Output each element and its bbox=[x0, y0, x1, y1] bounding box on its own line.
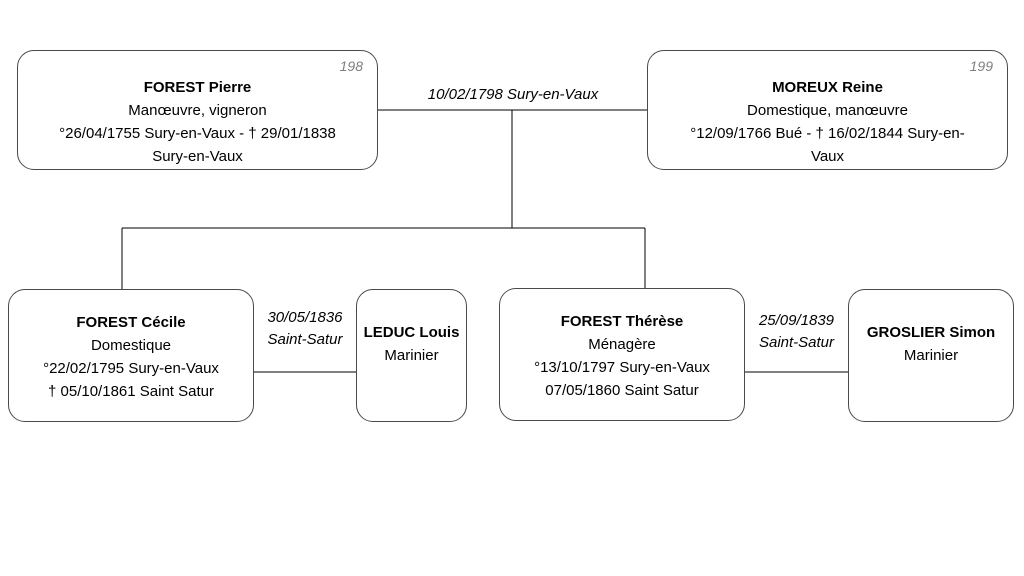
person-card-moreux-reine: 199 MOREUX Reine Domestique, manœuvre °1… bbox=[647, 50, 1008, 170]
person-occupation: Marinier bbox=[384, 347, 439, 364]
person-name: FOREST Pierre bbox=[143, 79, 252, 96]
marriage-label-cecile-leduc: 30/05/1836 Saint-Satur bbox=[254, 307, 356, 351]
marriage-date: 25/09/1839 bbox=[758, 312, 835, 329]
sosa-number: 198 bbox=[339, 58, 363, 74]
person-card-groslier-simon: GROSLIER Simon Marinier bbox=[848, 289, 1014, 422]
person-name: FOREST Cécile bbox=[76, 314, 186, 331]
person-name: FOREST Thérèse bbox=[560, 313, 684, 330]
person-life-dates-cont: Vaux bbox=[810, 148, 845, 165]
person-card-forest-therese: FOREST Thérèse Ménagère °13/10/1797 Sury… bbox=[499, 288, 745, 421]
person-card-leduc-louis: LEDUC Louis Marinier bbox=[356, 289, 467, 422]
person-birth: °13/10/1797 Sury-en-Vaux bbox=[534, 359, 710, 376]
person-occupation: Domestique, manœuvre bbox=[747, 102, 908, 119]
person-life-dates: °26/04/1755 Sury-en-Vaux - † 29/01/1838 bbox=[59, 125, 336, 142]
sosa-number: 199 bbox=[969, 58, 993, 74]
person-card-forest-pierre: 198 FOREST Pierre Manœuvre, vigneron °26… bbox=[17, 50, 378, 170]
marriage-place: Saint-Satur bbox=[267, 331, 343, 348]
marriage-label-therese-groslier: 25/09/1839 Saint-Satur bbox=[745, 310, 848, 354]
person-name: MOREUX Reine bbox=[772, 79, 883, 96]
marriage-place: Saint-Satur bbox=[758, 334, 835, 351]
person-occupation: Marinier bbox=[903, 347, 959, 364]
person-death: † 05/10/1861 Saint Satur bbox=[48, 383, 214, 400]
person-name: LEDUC Louis bbox=[363, 324, 460, 341]
person-death: 07/05/1860 Saint Satur bbox=[545, 382, 699, 399]
person-card-forest-cecile: FOREST Cécile Domestique °22/02/1795 Sur… bbox=[8, 289, 254, 422]
marriage-label-parents: 10/02/1798 Sury-en-Vaux bbox=[380, 84, 646, 106]
marriage-date: 30/05/1836 bbox=[267, 309, 343, 326]
person-occupation: Ménagère bbox=[588, 336, 656, 353]
person-occupation: Domestique bbox=[90, 337, 172, 354]
person-occupation: Manœuvre, vigneron bbox=[128, 102, 267, 119]
marriage-text: 10/02/1798 Sury-en-Vaux bbox=[427, 86, 599, 103]
person-life-dates-cont: Sury-en-Vaux bbox=[152, 148, 243, 165]
person-birth: °22/02/1795 Sury-en-Vaux bbox=[43, 360, 219, 377]
person-life-dates: °12/09/1766 Bué - † 16/02/1844 Sury-en- bbox=[690, 125, 965, 142]
person-name: GROSLIER Simon bbox=[866, 324, 996, 341]
